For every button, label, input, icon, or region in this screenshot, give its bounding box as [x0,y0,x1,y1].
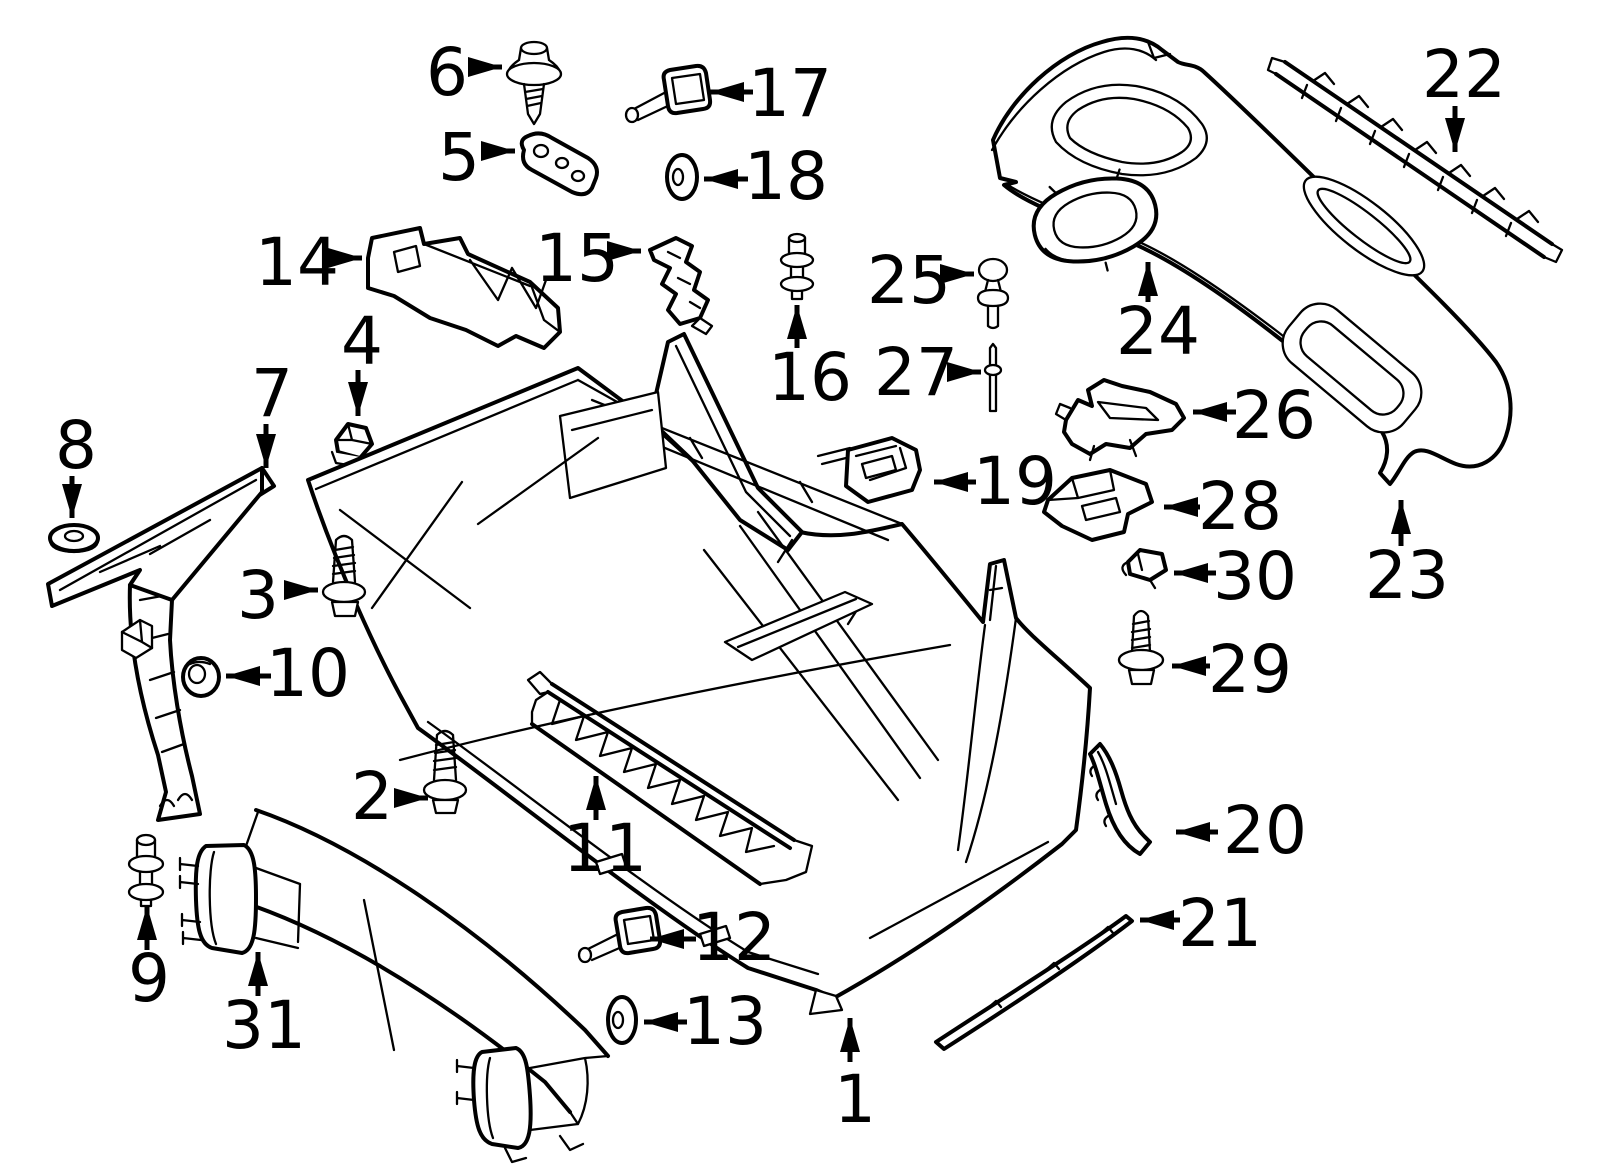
part-bolt-29 [1117,609,1165,686]
callout-number-10[interactable]: 10 [266,635,350,712]
callout-8[interactable]: 8 [55,407,97,518]
callout-18[interactable]: 18 [704,138,828,215]
callout-7[interactable]: 7 [251,355,293,468]
callout-number-18[interactable]: 18 [744,138,828,215]
callout-number-3[interactable]: 3 [237,557,279,634]
callout-number-13[interactable]: 13 [683,983,767,1060]
callout-12[interactable]: 12 [650,899,776,976]
part-rear-lower-panel [990,35,1513,486]
part-side-bracket [648,236,714,336]
callout-number-14[interactable]: 14 [255,224,339,301]
callout-26[interactable]: 26 [1193,377,1316,454]
part-impact-bar-bracket [178,843,258,955]
callout-number-24[interactable]: 24 [1116,293,1200,370]
callout-4[interactable]: 4 [341,303,383,416]
part-nut [181,656,221,698]
part-locator-pin [624,63,713,124]
callout-number-12[interactable]: 12 [692,899,776,976]
callout-number-8[interactable]: 8 [55,407,97,484]
part-bolt-2 [422,729,468,815]
part-clip-nut [1121,548,1168,590]
part-push-pin [983,342,1003,413]
callout-11[interactable]: 11 [563,776,647,887]
part-expansion-rivet-9 [127,833,165,908]
callout-24[interactable]: 24 [1116,262,1200,370]
part-sensor-bracket [1042,468,1154,542]
part-grommet-washer [48,523,100,554]
callout-2[interactable]: 2 [351,758,428,835]
callout-number-11[interactable]: 11 [563,810,647,887]
callout-31[interactable]: 31 [222,952,306,1064]
callout-17[interactable]: 17 [710,55,832,132]
callout-21[interactable]: 21 [1140,885,1262,962]
callout-number-2[interactable]: 2 [351,758,393,835]
callout-19[interactable]: 19 [934,443,1057,520]
callout-16[interactable]: 16 [768,305,852,416]
callout-number-19[interactable]: 19 [973,443,1057,520]
callout-29[interactable]: 29 [1172,631,1292,708]
callout-28[interactable]: 28 [1164,468,1282,545]
part-panel-tail-strip [1388,450,1416,486]
callout-13[interactable]: 13 [644,983,767,1060]
part-expansion-rivet [779,232,815,301]
part-energy-absorber [526,670,814,886]
part-exhaust-trim-ring [1031,168,1159,272]
callout-number-25[interactable]: 25 [867,242,951,319]
callout-number-27[interactable]: 27 [874,334,958,411]
callout-number-5[interactable]: 5 [438,119,480,196]
part-side-seal-strip [1088,742,1152,856]
part-side-support [46,466,276,822]
callout-number-20[interactable]: 20 [1223,792,1307,869]
callout-number-31[interactable]: 31 [222,987,306,1064]
callout-15[interactable]: 15 [535,220,641,297]
callout-number-4[interactable]: 4 [341,303,383,380]
callout-1[interactable]: 1 [834,1018,876,1138]
callout-number-21[interactable]: 21 [1178,885,1262,962]
callout-10[interactable]: 10 [226,635,350,712]
callout-23[interactable]: 23 [1365,500,1449,614]
callout-number-22[interactable]: 22 [1422,36,1506,113]
callout-number-26[interactable]: 26 [1232,377,1316,454]
callout-25[interactable]: 25 [867,242,974,319]
callout-3[interactable]: 3 [237,557,318,634]
callout-number-1[interactable]: 1 [834,1061,876,1138]
part-upper-trim-strip [1266,56,1564,264]
callout-number-7[interactable]: 7 [251,355,293,432]
callout-number-9[interactable]: 9 [128,940,170,1017]
part-bracket-plate [519,131,599,197]
callout-number-16[interactable]: 16 [768,339,852,416]
part-retainer-bracket [816,436,922,504]
callout-number-6[interactable]: 6 [426,34,468,111]
part-bolt [321,534,367,618]
part-locator-pin-12 [577,905,663,964]
callout-20[interactable]: 20 [1176,792,1307,869]
part-guide-bracket [1054,378,1186,462]
callout-5[interactable]: 5 [438,119,515,196]
callout-number-15[interactable]: 15 [535,220,619,297]
callout-number-28[interactable]: 28 [1198,468,1282,545]
callout-30[interactable]: 30 [1174,538,1297,615]
part-washer-grommet [665,153,699,201]
callout-number-30[interactable]: 30 [1213,538,1297,615]
callout-9[interactable]: 9 [128,906,170,1017]
callout-27[interactable]: 27 [874,334,981,411]
callout-number-23[interactable]: 23 [1365,537,1449,614]
part-impact-bar-bracket-right [455,1046,610,1164]
callout-number-17[interactable]: 17 [748,55,832,132]
part-clip [330,422,374,469]
part-push-clip [976,257,1010,330]
part-side-bracket-rail [366,226,562,350]
part-screw [505,40,563,126]
part-washer-grommet-13 [606,995,638,1045]
part-bumper-cover [306,332,1092,1052]
callout-14[interactable]: 14 [255,224,362,301]
callout-6[interactable]: 6 [426,34,502,111]
callout-number-29[interactable]: 29 [1208,631,1292,708]
callout-22[interactable]: 22 [1422,36,1506,152]
part-lower-molding [934,914,1134,1051]
part-impact-bar [178,808,610,1164]
